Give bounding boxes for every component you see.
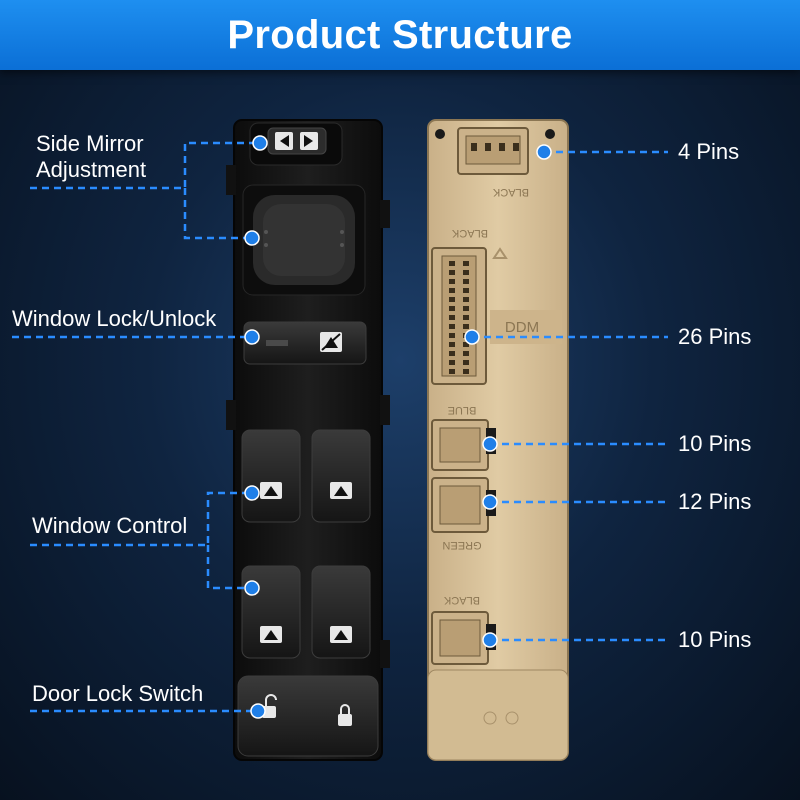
connector-pin (449, 261, 455, 266)
connector-text-ddm: DDM (505, 319, 539, 336)
connector-pin (463, 342, 469, 347)
connector-pin (463, 351, 469, 356)
connector-10-pin-lower (431, 611, 496, 665)
connector-pin (463, 315, 469, 320)
window-lock-button (243, 321, 367, 365)
page-title: Product Structure (227, 12, 573, 57)
ddm-plate (490, 310, 562, 344)
right-leader-dots (464, 144, 552, 648)
connector-pin (449, 369, 455, 374)
window-control-buttons (241, 429, 371, 659)
label-door-lock-switch: Door Lock Switch (32, 681, 204, 706)
label-side-mirror-line2: Adjustment (36, 157, 147, 182)
connector-text-black-bottom: BLACK (443, 594, 480, 606)
label-window-lock: Window Lock/Unlock (12, 306, 217, 331)
connector-pin (449, 360, 455, 365)
label-window-control: Window Control (32, 513, 188, 538)
label-side-mirror-line1: Side Mirror (36, 131, 144, 156)
connector-pin (449, 288, 455, 293)
connector-pin (449, 306, 455, 311)
connector-4-pin (457, 127, 529, 175)
connector-pin (463, 297, 469, 302)
connector-pin (449, 315, 455, 320)
connector-pin (463, 369, 469, 374)
connector-pin (463, 270, 469, 275)
connector-pin (449, 279, 455, 284)
left-leader-dots (244, 135, 268, 719)
label-4-pins: 4 Pins (678, 139, 740, 164)
door-lock-switch (237, 675, 379, 757)
label-10-pins-upper: 10 Pins (678, 431, 752, 456)
label-10-pins-lower: 10 Pins (678, 627, 752, 652)
title-banner: Product Structure (0, 0, 800, 70)
connector-pin (449, 351, 455, 356)
connector-pin (463, 306, 469, 311)
connector-pin (463, 324, 469, 329)
connector-pin (449, 297, 455, 302)
connector-pin (463, 360, 469, 365)
connector-pin (449, 342, 455, 347)
connector-26-pin (431, 247, 487, 385)
mirror-joystick-pad (242, 184, 366, 296)
connector-pin (463, 279, 469, 284)
connector-text-black-26: BLACK (451, 227, 488, 239)
connector-text-black-top: BLACK (492, 186, 529, 198)
right-leader-lines (472, 150, 668, 642)
left-leader-lines (12, 141, 260, 713)
connector-text-blue: BLUE (448, 404, 477, 416)
label-12-pins: 12 Pins (678, 489, 752, 514)
connector-pin (449, 333, 455, 338)
connector-pin (463, 288, 469, 293)
label-26-pins: 26 Pins (678, 324, 752, 349)
connector-pin (449, 324, 455, 329)
connector-text-green: GREEN (442, 539, 481, 551)
connector-pin (449, 270, 455, 275)
connector-pin (463, 261, 469, 266)
